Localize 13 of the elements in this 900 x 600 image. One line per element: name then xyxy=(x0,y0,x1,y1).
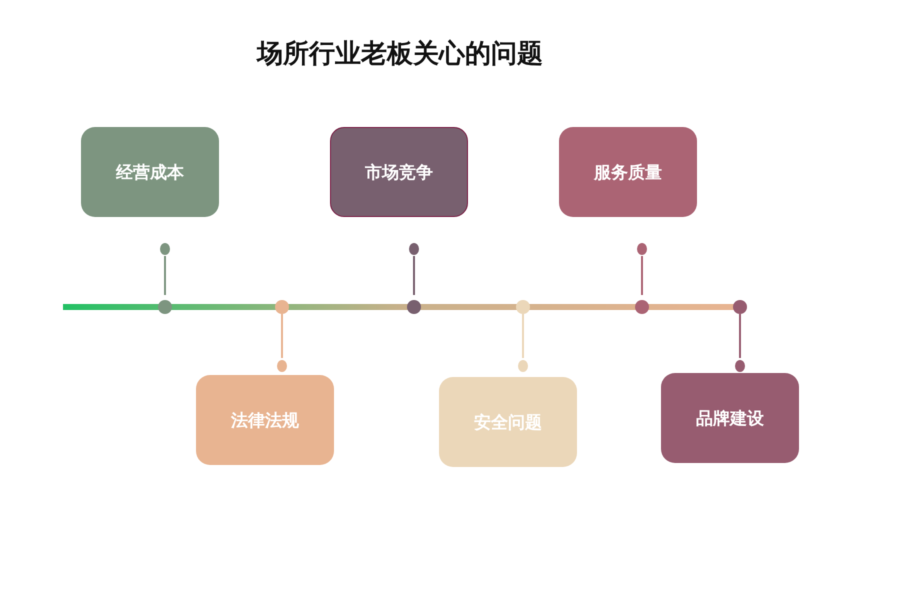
topic-card xyxy=(559,127,697,217)
topic-label: 品牌建设 xyxy=(696,408,764,430)
topic-label: 经营成本 xyxy=(116,162,184,184)
topic-card xyxy=(81,127,219,217)
topic-card xyxy=(661,373,799,463)
topic-label: 服务质量 xyxy=(594,162,662,184)
topic-label: 市场竞争 xyxy=(365,162,433,184)
topic-label: 安全问题 xyxy=(474,412,542,434)
topic-card xyxy=(439,377,577,467)
topic-label: 法律法规 xyxy=(231,410,299,432)
topic-card xyxy=(196,375,334,465)
diagram-title: 场所行业老板关心的问题 xyxy=(255,38,544,71)
topic-card xyxy=(330,127,468,217)
